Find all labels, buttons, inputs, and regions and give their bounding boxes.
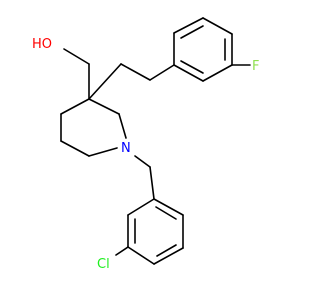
piperidine-ring <box>60 98 127 157</box>
hydroxyl-label: HO <box>32 37 52 52</box>
nitrogen-label: N <box>121 141 131 156</box>
chlorobenzyl-group <box>115 155 184 265</box>
structure-canvas: HO N F Cl <box>32 17 259 272</box>
fluorobenzyl-group <box>88 17 251 100</box>
hydroxymethyl-bonds <box>63 48 90 100</box>
chlorine-label: Cl <box>97 257 110 272</box>
molecule-diagram: HO N F Cl <box>32 17 259 272</box>
fluorine-label: F <box>252 59 259 74</box>
